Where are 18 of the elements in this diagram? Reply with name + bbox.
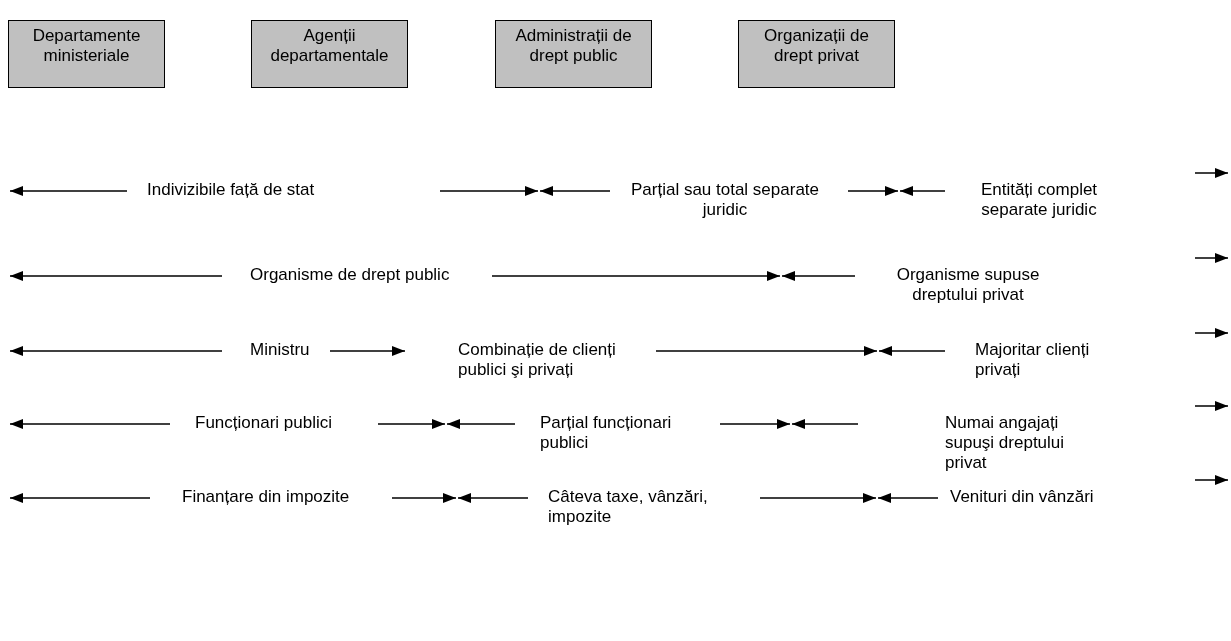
attribute-text: Parțial funcționari publici — [540, 413, 673, 453]
attribute-text: Numai angajați supuşi dreptului privat — [945, 413, 1066, 473]
category-box: Organizații de drept privat — [738, 20, 895, 88]
category-box: Agenții departamentale — [251, 20, 408, 88]
attribute-text: Organisme supuse dreptului privat — [895, 265, 1041, 305]
attribute-text: Venituri din vânzări — [950, 487, 1095, 507]
attribute-text: Organisme de drept public — [250, 265, 451, 285]
attribute-text: Finanțare din impozite — [182, 487, 351, 507]
attribute-text: Parțial sau total separate juridic — [630, 180, 820, 220]
attribute-text: Combinație de clienți publici şi privați — [458, 340, 617, 380]
attribute-text: Majoritar clienți privați — [975, 340, 1091, 380]
category-box: Departamente ministeriale — [8, 20, 165, 88]
attribute-text: Ministru — [250, 340, 311, 360]
attribute-text: Indivizibile față de stat — [147, 180, 316, 200]
attribute-text: Funcționari publici — [195, 413, 333, 433]
category-box: Administrații de drept public — [495, 20, 652, 88]
attribute-text: Entități complet separate juridic — [979, 180, 1099, 220]
attribute-text: Câteva taxe, vânzări, impozite — [548, 487, 709, 527]
